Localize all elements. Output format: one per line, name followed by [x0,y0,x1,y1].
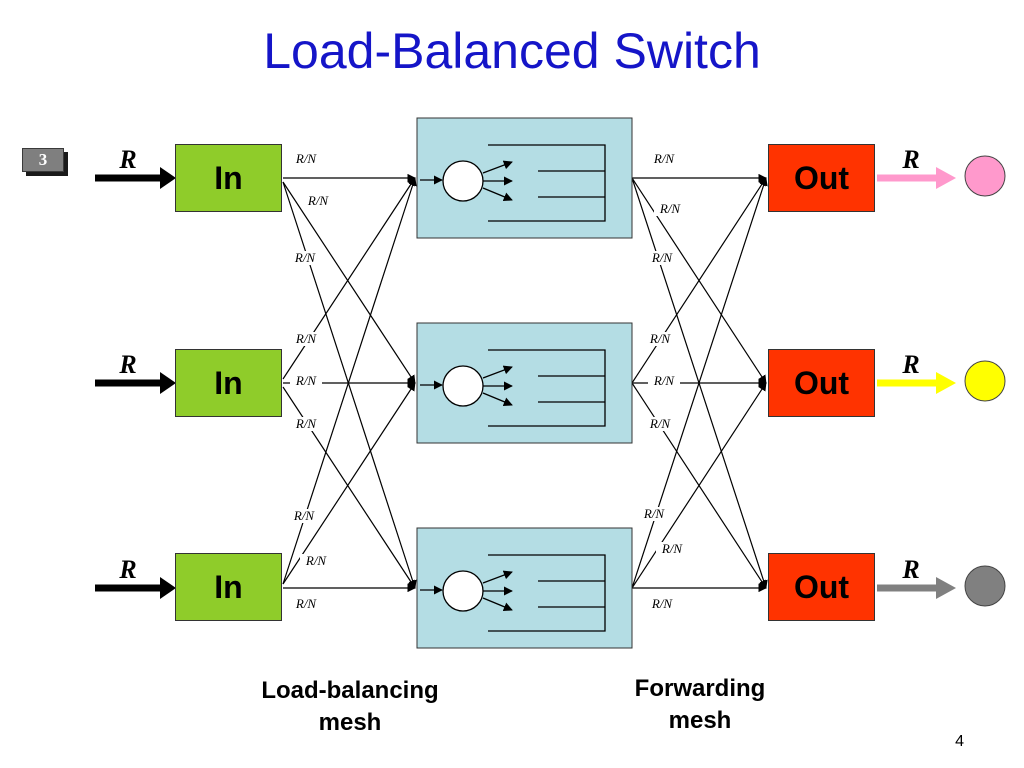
label-bg [646,251,678,265]
load-balancing-mesh-caption: Load-balancing mesh [261,677,439,736]
output-port-2: Out [768,349,875,417]
link-rate-label: R/N [649,331,672,346]
label-bg [644,332,676,346]
label-bg [644,417,676,431]
output-arrow-head [936,167,956,189]
queue-frame [488,144,606,222]
lb-link [282,181,417,589]
input-rate-label: R [118,145,136,174]
label-bg [290,417,322,431]
scheduler-circle [442,570,484,612]
link-rate-label: R/N [307,193,330,208]
link-rate-label: R/N [651,596,674,611]
page-number: 4 [955,733,964,750]
input-arrow-head [160,577,176,599]
output-dots [964,155,1006,607]
input-port-3: In [175,553,282,621]
link-rate-label: R/N [295,416,318,431]
label-bg [656,542,688,556]
middle-switches [416,117,633,649]
output-arrow-head [936,372,956,394]
link-rate-label: R/N [653,151,676,166]
link-rate-label: R/N [661,541,684,556]
output-rate-label: R [901,350,919,379]
rate-arrows: R R R R R R [95,145,956,599]
link-rate-label: R/N [649,416,672,431]
dispatch-arrow [482,597,513,612]
output-dot-1 [964,155,1006,197]
dispatch-arrow [482,160,513,174]
dispatch-arrow [482,365,513,379]
label-bg [302,194,334,208]
link-rate-label: R/N [295,373,318,388]
input-arrow-head [160,167,176,189]
link-rate-label: R/N [653,373,676,388]
dispatch-arrow [482,187,513,202]
forwarding-mesh-caption: Forwarding mesh [634,675,766,734]
link-rate-label: R/N [295,596,318,611]
rate-labels: R/N R/N R/N R/N R/N R/N R/N R/N R/N R/N R/N R/N R/N R… [288,151,688,611]
input-rate-label: R [118,350,136,379]
output-rate-label: R [901,555,919,584]
label-bg [300,554,332,568]
link-rate-label: R/N [295,151,318,166]
label-bg [638,507,670,521]
label-bg [648,374,680,388]
lb-link [282,382,416,585]
label-bg [646,597,678,611]
slide-number-badge: 3 [22,148,68,176]
label-bg [290,152,322,166]
label-bg [288,509,320,523]
queue-frame [488,554,606,632]
link-rate-label: R/N [659,201,682,216]
link-rate-label: R/N [305,553,328,568]
input-rate-label: R [118,555,136,584]
link-rate-label: R/N [293,508,316,523]
input-port-1: In [175,144,282,212]
lb-link [282,177,416,380]
link-rate-label: R/N [643,506,666,521]
fw-link [631,177,767,384]
input-port-2: In [175,349,282,417]
link-rate-label: R/N [651,250,674,265]
label-bg [648,152,680,166]
output-dot-3 [964,565,1006,607]
label-bg [290,374,322,388]
link-rate-label: R/N [294,250,317,265]
label-bg [290,597,322,611]
dispatch-arrow [482,392,513,407]
output-port-3: Out [768,553,875,621]
scheduler-circle [442,365,484,407]
link-rate-label: R/N [295,331,318,346]
output-arrow-head [936,577,956,599]
label-bg [289,251,321,265]
dispatch-arrow [482,570,513,584]
output-dot-2 [964,360,1006,402]
output-port-1: Out [768,144,875,212]
label-bg [654,202,686,216]
fw-link [631,382,767,589]
output-rate-label: R [901,145,919,174]
queue-frame [488,349,606,427]
label-bg [290,332,322,346]
scheduler-circle [442,160,484,202]
input-arrow-head [160,372,176,394]
slide-title: Load-Balanced Switch [263,23,761,79]
lb-link [282,181,416,384]
